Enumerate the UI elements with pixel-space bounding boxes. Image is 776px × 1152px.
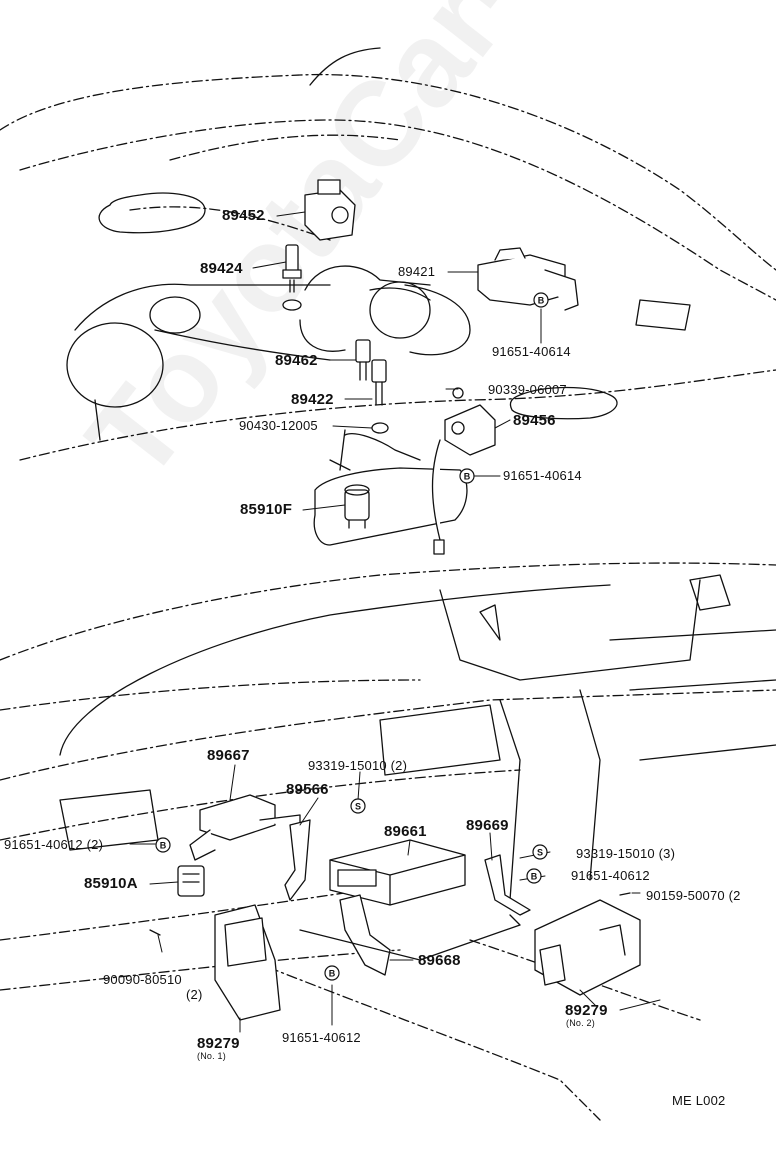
bolt-marker bbox=[526, 868, 542, 884]
label-89424: 89424 bbox=[200, 260, 243, 277]
dash-top bbox=[59, 584, 611, 756]
hood-edge bbox=[309, 47, 381, 86]
part-89661 bbox=[329, 839, 466, 906]
dash-outline bbox=[0, 562, 776, 1121]
label-89462: 89462 bbox=[275, 352, 318, 369]
screw-90090 bbox=[149, 929, 161, 936]
part-89452 bbox=[304, 179, 356, 241]
label-93319-15010-3: 93319-15010 (3) bbox=[576, 846, 676, 861]
label-89422: 89422 bbox=[291, 391, 334, 408]
marker-letters: B B S B S B B bbox=[160, 296, 545, 979]
label-91651-40614: 91651-40614 bbox=[503, 468, 582, 483]
hood-slot bbox=[635, 299, 691, 331]
part-89566 bbox=[284, 819, 311, 901]
svg-text:B: B bbox=[531, 872, 538, 882]
svg-text:S: S bbox=[355, 802, 361, 812]
part-89422 bbox=[371, 359, 387, 406]
part-89668 bbox=[339, 894, 391, 976]
bolt-marker bbox=[459, 468, 475, 484]
label-90090-qty: (2) bbox=[186, 987, 203, 1002]
hood-outline bbox=[0, 73, 776, 301]
part-89279-no1 bbox=[214, 904, 281, 1021]
sensor-85910F bbox=[344, 484, 370, 529]
tray bbox=[299, 914, 521, 961]
label-89667: 89667 bbox=[207, 747, 250, 764]
screw-marker bbox=[350, 798, 366, 814]
part-89421 bbox=[477, 247, 579, 311]
screw-90159 bbox=[619, 892, 631, 896]
bolt-marker bbox=[533, 292, 549, 308]
label-89279-no1-qualifier: (No. 1) bbox=[197, 1051, 226, 1061]
part-89424 bbox=[282, 244, 302, 311]
label-85910F: 85910F bbox=[240, 501, 293, 518]
vent-right bbox=[689, 574, 731, 611]
hood-recess-left bbox=[98, 192, 206, 234]
vent-left bbox=[479, 604, 501, 641]
svg-text:S: S bbox=[537, 848, 543, 858]
bolt-marker bbox=[324, 965, 340, 981]
label-89452: 89452 bbox=[222, 207, 265, 224]
label-89279-no1: 89279 bbox=[197, 1035, 240, 1052]
label-89669: 89669 bbox=[466, 817, 509, 834]
label-85910A: 85910A bbox=[84, 875, 138, 892]
label-89668: 89668 bbox=[418, 952, 461, 969]
label-90339-06007: 90339-06007 bbox=[488, 382, 567, 397]
svg-text:B: B bbox=[329, 969, 336, 979]
label-90159-50070: 90159-50070 (2 bbox=[646, 888, 741, 903]
part-89279-no2 bbox=[534, 899, 641, 996]
svg-text:B: B bbox=[160, 841, 167, 851]
label-91651-40612: 91651-40612 bbox=[571, 868, 650, 883]
label-89279-no2-qualifier: (No. 2) bbox=[566, 1018, 595, 1028]
label-90090-80510: 90090-80510 bbox=[103, 972, 182, 987]
intake-duct bbox=[299, 265, 471, 356]
center-panel bbox=[379, 704, 501, 776]
part-89669 bbox=[484, 854, 531, 916]
label-89279-no2: 89279 bbox=[565, 1002, 608, 1019]
circled-markers bbox=[155, 292, 549, 981]
part-89462 bbox=[355, 339, 371, 381]
part-89456 bbox=[431, 404, 496, 555]
svg-text:B: B bbox=[464, 472, 471, 482]
label-89566: 89566 bbox=[286, 781, 329, 798]
label-93319-15010-2: 93319-15010 (2) bbox=[308, 758, 408, 773]
dash-right bbox=[609, 629, 776, 641]
part-89667 bbox=[189, 794, 301, 861]
strut-tower-left bbox=[66, 283, 331, 441]
label-91651-40614: 91651-40614 bbox=[492, 344, 571, 359]
instrument-hood bbox=[439, 579, 701, 681]
svg-text:B: B bbox=[538, 296, 545, 306]
leader-lines bbox=[129, 211, 661, 1033]
center-console-edge bbox=[499, 699, 521, 901]
part-85910A bbox=[177, 865, 205, 897]
screw-marker bbox=[532, 844, 548, 860]
label-89421: 89421 bbox=[398, 264, 436, 279]
reservoir bbox=[313, 429, 468, 546]
bolt-90339 bbox=[452, 387, 464, 399]
label-89661: 89661 bbox=[384, 823, 427, 840]
bolt-marker bbox=[155, 837, 171, 853]
label-89456: 89456 bbox=[513, 412, 556, 429]
hood-recess-right bbox=[509, 386, 618, 420]
diagram-code: ME L002 bbox=[672, 1093, 726, 1108]
washer-90430 bbox=[371, 422, 389, 434]
label-90430-12005: 90430-12005 bbox=[239, 418, 318, 433]
cowl-line bbox=[19, 369, 776, 461]
label-91651-40612: 91651-40612 bbox=[282, 1030, 361, 1045]
label-91651-40612-2: 91651-40612 (2) bbox=[4, 837, 104, 852]
column-cover bbox=[579, 689, 601, 881]
